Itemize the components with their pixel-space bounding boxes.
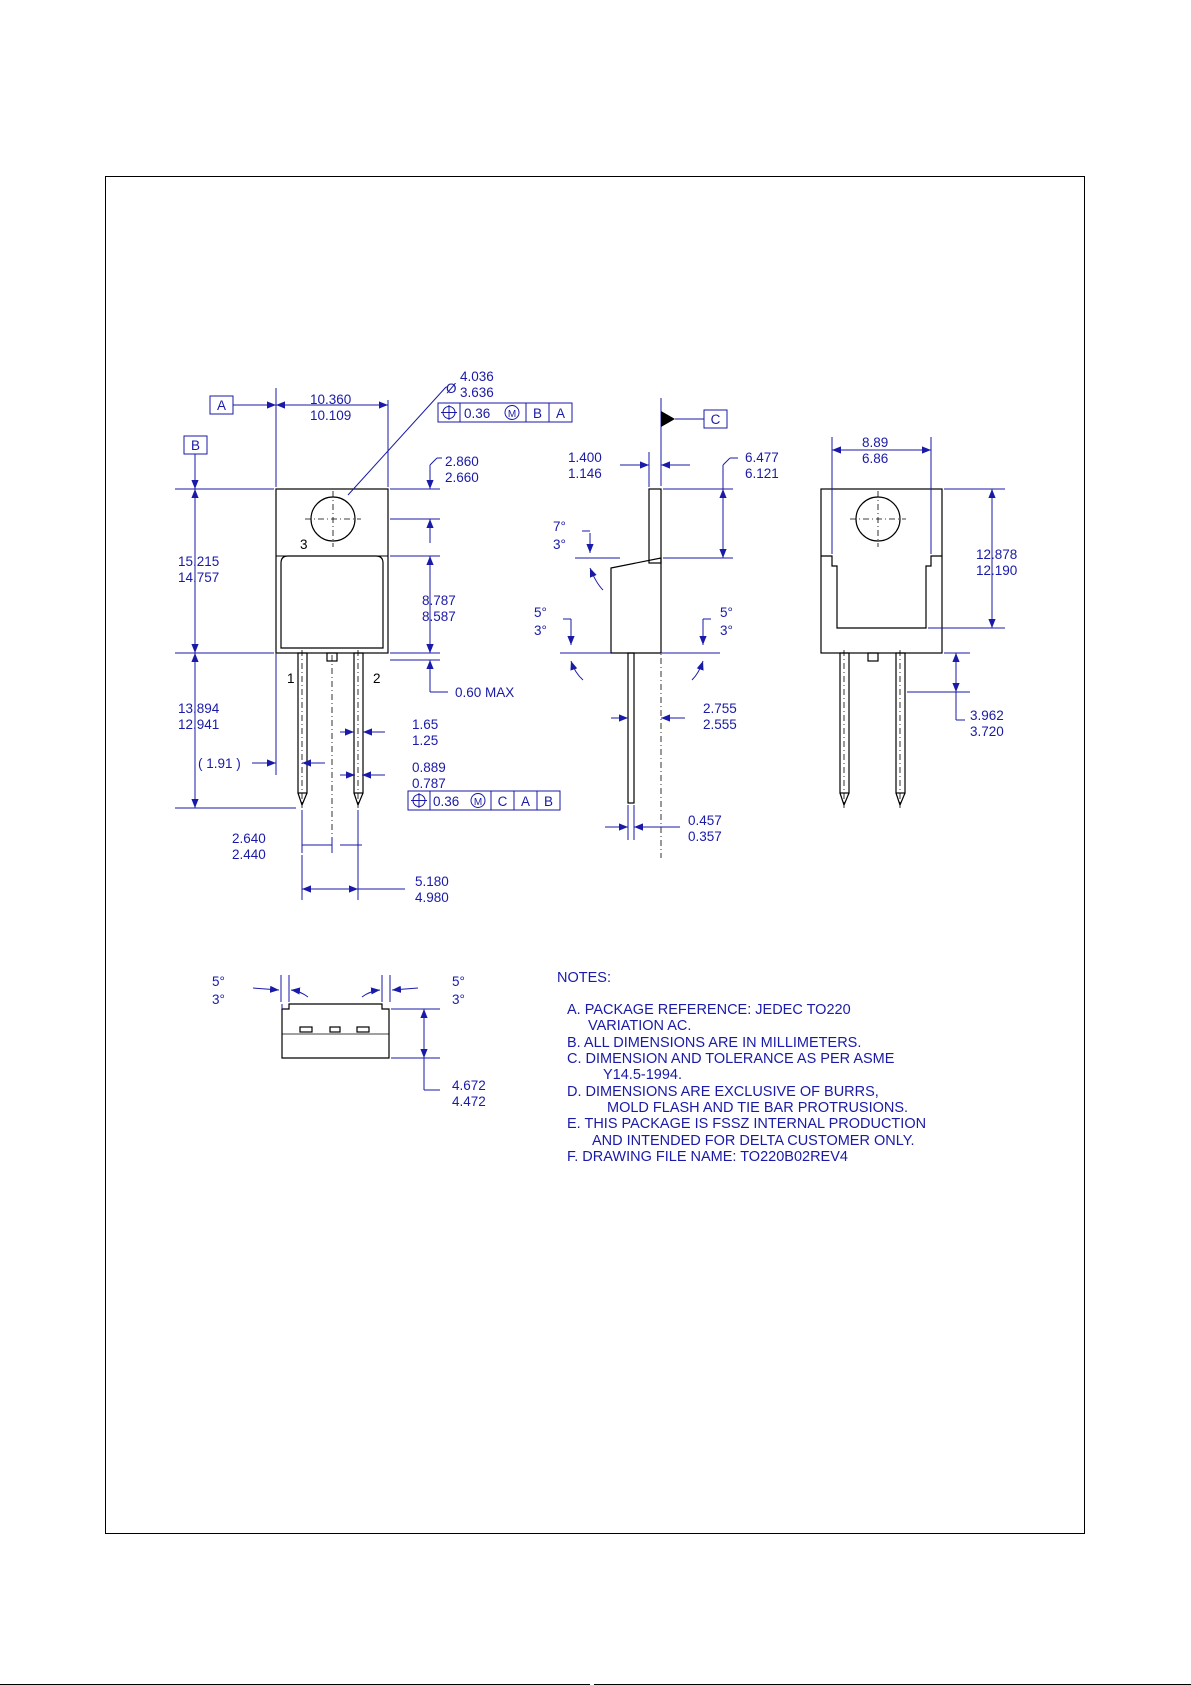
dim-tab-top-min: 2.660	[445, 470, 479, 485]
angle-top-min: 3°	[553, 537, 566, 552]
angle-br-min: 3°	[720, 623, 733, 638]
note-line: F. DRAWING FILE NAME: TO220B02REV4	[567, 1149, 848, 1165]
dim-body-min: 8.587	[422, 609, 456, 624]
angle-top-max: 7°	[553, 519, 566, 534]
dim-lead-thk-max: 0.457	[688, 813, 722, 828]
body-side	[610, 557, 662, 654]
lead-side	[627, 652, 635, 804]
dim-height-max: 15.215	[178, 554, 219, 569]
dim-body-thk-min: 2.555	[703, 717, 737, 732]
dim-width-min: 10.109	[310, 408, 351, 423]
dim-lead-width2-min: 0.787	[412, 776, 446, 791]
pin-2-label: 2	[373, 671, 381, 686]
lead-2	[353, 652, 364, 794]
dim-standoff: 0.60 MAX	[455, 685, 514, 700]
angle-br-max: 5°	[720, 605, 733, 620]
diameter-symbol: Ø	[446, 381, 457, 396]
dim-tab-len-min: 6.121	[745, 466, 779, 481]
note-line: MOLD FLASH AND TIE BAR PROTRUSIONS.	[607, 1100, 908, 1116]
dim-tab-thk-max: 1.400	[568, 450, 602, 465]
drawing-border	[105, 176, 1085, 1534]
dim-tab-len-max: 6.477	[745, 450, 779, 465]
dim-back-width-min: 6.86	[862, 451, 888, 466]
datum-a: A	[217, 398, 226, 413]
datum-b: B	[191, 438, 200, 453]
dim-back-lead-min: 3.720	[970, 724, 1004, 739]
angle-bottom-r-min: 3°	[452, 992, 465, 1007]
angle-bottom-l-max: 5°	[212, 974, 225, 989]
pin-3-label: 3	[300, 537, 308, 552]
tab-side	[648, 488, 662, 564]
dim-pitch-min: 2.440	[232, 847, 266, 862]
pin-1-label: 1	[287, 671, 295, 686]
dim-pitch-max: 2.640	[232, 831, 266, 846]
dim-lead-length-max: 13.894	[178, 701, 220, 716]
package-outline-back	[820, 488, 943, 654]
dim-height-min: 14.757	[178, 570, 219, 585]
dim-reference: ( 1.91 )	[198, 756, 241, 771]
dim-tab-top-max: 2.860	[445, 454, 479, 469]
front-view: 1 2 3 A B 10.360 10.109 Ø 4.036 3.636	[175, 369, 573, 905]
notes-title: NOTES:	[557, 970, 611, 986]
package-outline-bottom	[281, 1003, 390, 1059]
note-line: E. THIS PACKAGE IS FSSZ INTERNAL PRODUCT…	[567, 1116, 926, 1132]
dim-back-height-max: 12.878	[976, 547, 1017, 562]
dim-back-lead-max: 3.962	[970, 708, 1004, 723]
note-line: C. DIMENSION AND TOLERANCE AS PER ASME	[567, 1051, 895, 1067]
lead-back-left	[839, 652, 850, 794]
dim-lead-width-min: 1.25	[412, 733, 438, 748]
datum-c: C	[711, 412, 721, 427]
lead-back-right	[895, 652, 906, 794]
lead-1	[297, 652, 308, 794]
note-line: VARIATION AC.	[588, 1018, 691, 1034]
side-view: C 1.400 1.146 6.477 6.121 7° 3° 5° 3°	[534, 398, 779, 858]
back-view: 8.89 6.86 12.878 12.190 3.962 3.720	[820, 435, 1017, 808]
svg-text:B: B	[533, 406, 542, 421]
dim-lead-width2-max: 0.889	[412, 760, 446, 775]
dim-width-max: 10.360	[310, 392, 351, 407]
notes-block: NOTES: A. PACKAGE REFERENCE: JEDEC TO220…	[557, 970, 926, 1165]
bottom-view: 5° 3° 5° 3° 4.672 4.472	[212, 974, 486, 1109]
fcf-leads: 0.36 M C A B	[407, 790, 561, 811]
dim-bottom-height-max: 4.672	[452, 1078, 486, 1093]
note-line: B. ALL DIMENSIONS ARE IN MILLIMETERS.	[567, 1035, 861, 1051]
svg-text:C: C	[498, 794, 508, 809]
note-line: Y14.5-1994.	[603, 1067, 682, 1083]
dim-bottom-height-min: 4.472	[452, 1094, 486, 1109]
svg-text:A: A	[556, 406, 565, 421]
svg-text:0.36: 0.36	[464, 406, 490, 421]
note-line: D. DIMENSIONS ARE EXCLUSIVE OF BURRS,	[567, 1084, 879, 1100]
dim-tab-thk-min: 1.146	[568, 466, 602, 481]
dim-span-max: 5.180	[415, 874, 449, 889]
package-outline-front	[275, 488, 389, 654]
angle-bl-min: 3°	[534, 623, 547, 638]
svg-text:B: B	[544, 794, 553, 809]
svg-text:0.36: 0.36	[433, 794, 459, 809]
dim-body-thk-max: 2.755	[703, 701, 737, 716]
svg-text:A: A	[521, 794, 530, 809]
svg-text:M: M	[508, 409, 516, 420]
fcf-hole: 0.36 M B A	[437, 402, 573, 423]
angle-bottom-l-min: 3°	[212, 992, 225, 1007]
angle-bottom-r-max: 5°	[452, 974, 465, 989]
svg-text:M: M	[474, 797, 482, 808]
hole-dia-min: 3.636	[460, 385, 494, 400]
dim-back-height-min: 12.190	[976, 563, 1017, 578]
dim-lead-length-min: 12.941	[178, 717, 219, 732]
note-line: A. PACKAGE REFERENCE: JEDEC TO220	[567, 1002, 851, 1018]
dim-lead-thk-min: 0.357	[688, 829, 722, 844]
angle-bl-max: 5°	[534, 605, 547, 620]
dim-span-min: 4.980	[415, 890, 449, 905]
dim-body-max: 8.787	[422, 593, 456, 608]
hole-dia-max: 4.036	[460, 369, 494, 384]
dim-back-width-max: 8.89	[862, 435, 888, 450]
dim-lead-width-max: 1.65	[412, 717, 438, 732]
note-line: AND INTENDED FOR DELTA CUSTOMER ONLY.	[592, 1133, 915, 1149]
